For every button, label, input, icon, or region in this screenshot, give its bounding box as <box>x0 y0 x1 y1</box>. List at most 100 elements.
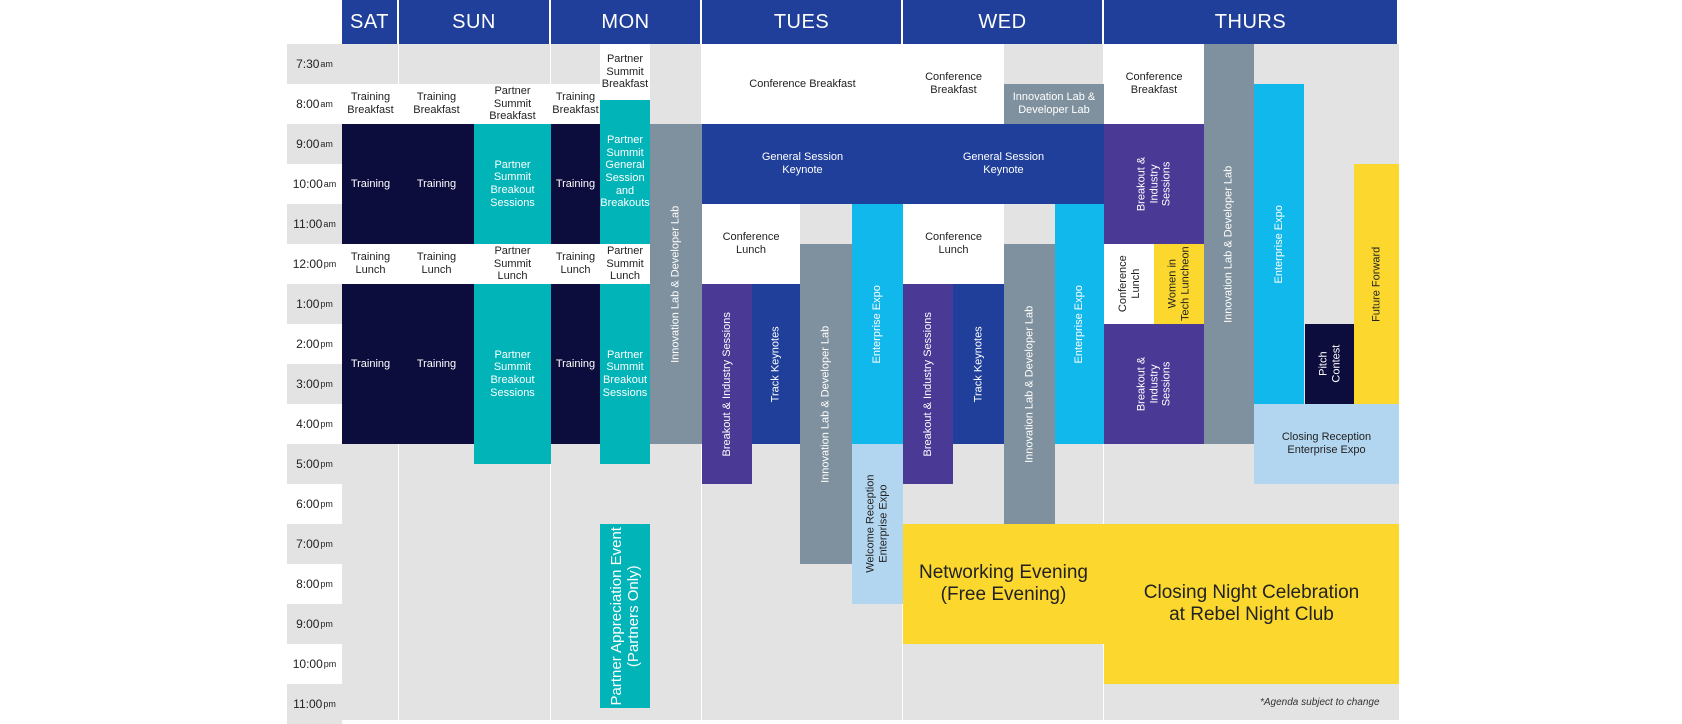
sun-training-breakfast: Training Breakfast <box>399 84 474 124</box>
tues-conference-lunch: Conference Lunch <box>702 204 800 284</box>
thurs-conference-breakfast-label: Conference Breakfast <box>1125 71 1183 96</box>
mon-partner-breakout-afternoon-label: Partner Summit Breakout Sessions <box>602 348 648 399</box>
sat-training-morning: Training <box>342 124 399 244</box>
wed-innovation-lab: Innovation Lab & Developer Lab <box>1004 244 1055 524</box>
sat-training-breakfast-label: Training Breakfast <box>347 91 394 116</box>
sun-training-afternoon: Training <box>399 284 474 444</box>
mon-training-breakfast: Training Breakfast <box>551 84 600 124</box>
wed-innovation-lab-morning: Innovation Lab & Developer Lab <box>1004 84 1104 124</box>
time-value: 2:00 <box>296 337 320 351</box>
time-value: 9:00 <box>296 617 320 631</box>
footnote: *Agenda subject to change <box>1260 697 1380 708</box>
mon-partner-breakfast: Partner Summit Breakfast <box>600 44 650 100</box>
day-sun: SUN <box>399 0 549 44</box>
day-mon: MON <box>551 0 700 44</box>
time-ampm: am <box>323 219 336 229</box>
wed-conference-lunch-label: Conference Lunch <box>925 231 982 256</box>
tues-breakout-sessions-label: Breakout & Industry Sessions <box>720 311 733 457</box>
sun-partner-lunch-label: Partner Summit Lunch <box>493 245 532 283</box>
time-ampm: pm <box>323 659 337 669</box>
tues-conference-breakfast-label: Conference Breakfast <box>749 77 856 90</box>
tues-enterprise-expo: Enterprise Expo <box>852 204 903 444</box>
time-value: 12:00 <box>292 257 323 271</box>
sat-training-lunch: Training Lunch <box>342 244 399 284</box>
time-ampm: pm <box>320 459 333 469</box>
mon-training-morning: Training <box>551 124 600 244</box>
thurs-future-forward-label: Future Forward <box>1370 246 1383 322</box>
sun-training-morning-label: Training <box>416 177 457 190</box>
tues-conference-lunch-label: Conference Lunch <box>722 231 780 256</box>
time-value: 4:00 <box>296 417 320 431</box>
wed-innovation-lab-label: Innovation Lab & Developer Lab <box>1023 305 1036 463</box>
thurs-conference-lunch: Conference Lunch <box>1104 244 1154 324</box>
wed-breakout-sessions-label: Breakout & Industry Sessions <box>921 311 934 457</box>
thurs-women-in-tech-label: Women in Tech Luncheon <box>1166 246 1191 322</box>
sun-partner-breakout-afternoon: Partner Summit Breakout Sessions <box>474 284 551 464</box>
sun-partner-breakout-morning-label: Partner Summit Breakout Sessions <box>490 158 535 209</box>
mon-training-morning-label: Training <box>555 177 596 190</box>
time-ampm: am <box>320 59 333 69</box>
wed-networking-evening-label: Networking Evening (Free Evening) <box>919 562 1088 605</box>
mon-training-lunch: Training Lunch <box>551 244 600 284</box>
wed-conference-breakfast: Conference Breakfast <box>903 44 1004 124</box>
wed-innovation-lab-morning-label: Innovation Lab & Developer Lab <box>1012 91 1096 116</box>
tues-breakout-sessions: Breakout & Industry Sessions <box>702 284 752 484</box>
time-ampm: pm <box>320 339 333 349</box>
time-value: 11:00 <box>293 697 323 711</box>
tues-track-keynotes: Track Keynotes <box>752 284 800 444</box>
time-ampm: am <box>320 139 333 149</box>
sun-training-lunch: Training Lunch <box>399 244 474 284</box>
mon-training-breakfast-label: Training Breakfast <box>552 91 599 116</box>
tues-welcome-reception: Welcome Reception Enterprise Expo <box>852 444 903 604</box>
tues-conference-breakfast: Conference Breakfast <box>702 44 903 124</box>
day-wed: WED <box>903 0 1102 44</box>
thurs-innovation-lab-label: Innovation Lab & Developer Lab <box>1222 165 1235 323</box>
time-value: 7:30 <box>296 57 320 71</box>
day-sat: SAT <box>342 0 397 44</box>
thurs-breakout-afternoon: Breakout & Industry Sessions <box>1104 324 1204 444</box>
wed-track-keynotes: Track Keynotes <box>953 284 1004 444</box>
mon-training-afternoon-label: Training <box>555 357 596 370</box>
mon-training-afternoon: Training <box>551 284 600 444</box>
thurs-enterprise-expo: Enterprise Expo <box>1254 84 1304 404</box>
time-ampm: pm <box>323 699 336 709</box>
sun-partner-lunch: Partner Summit Lunch <box>474 244 551 284</box>
tues-general-session-label: General Session Keynote <box>761 151 844 176</box>
thurs-breakout-morning-label: Breakout & Industry Sessions <box>1135 156 1173 212</box>
mon-partner-general-session-label: Partner Summit General Session and Break… <box>600 134 650 210</box>
time-value: 1:00 <box>296 297 320 311</box>
sun-training-breakfast-label: Training Breakfast <box>413 91 460 116</box>
wed-conference-lunch: Conference Lunch <box>903 204 1004 284</box>
sun-partner-breakout-afternoon-label: Partner Summit Breakout Sessions <box>490 348 535 399</box>
time-value: 10:00 <box>292 177 323 191</box>
thurs-conference-lunch-label: Conference Lunch <box>1116 255 1141 313</box>
thurs-pitch-contest-label: Pitch Contest <box>1317 345 1342 383</box>
mon-innovation-lab-label: Innovation Lab & Developer Lab <box>669 205 682 363</box>
thurs-closing-night: Closing Night Celebration at Rebel Night… <box>1104 524 1399 684</box>
time-ampm: pm <box>323 259 337 269</box>
mon-partner-appreciation-event: Partner Appreciation Event (Partners Onl… <box>600 524 650 708</box>
tues-enterprise-expo-label: Enterprise Expo <box>871 284 884 364</box>
sun-partner-breakfast: Partner Summit Breakfast <box>474 84 551 124</box>
mon-training-lunch-label: Training Lunch <box>555 251 596 276</box>
sun-training-morning: Training <box>399 124 474 244</box>
time-ampm: pm <box>320 499 333 509</box>
time-value: 6:00 <box>296 497 320 511</box>
time-ampm: pm <box>320 619 333 629</box>
mon-partner-lunch: Partner Summit Lunch <box>600 244 650 284</box>
mon-innovation-lab: Innovation Lab & Developer Lab <box>650 124 702 444</box>
day-tues: TUES <box>702 0 901 44</box>
wed-enterprise-expo: Enterprise Expo <box>1055 204 1104 444</box>
sat-training-afternoon: Training <box>342 284 399 444</box>
sun-partner-breakout-morning: Partner Summit Breakout Sessions <box>474 124 551 244</box>
